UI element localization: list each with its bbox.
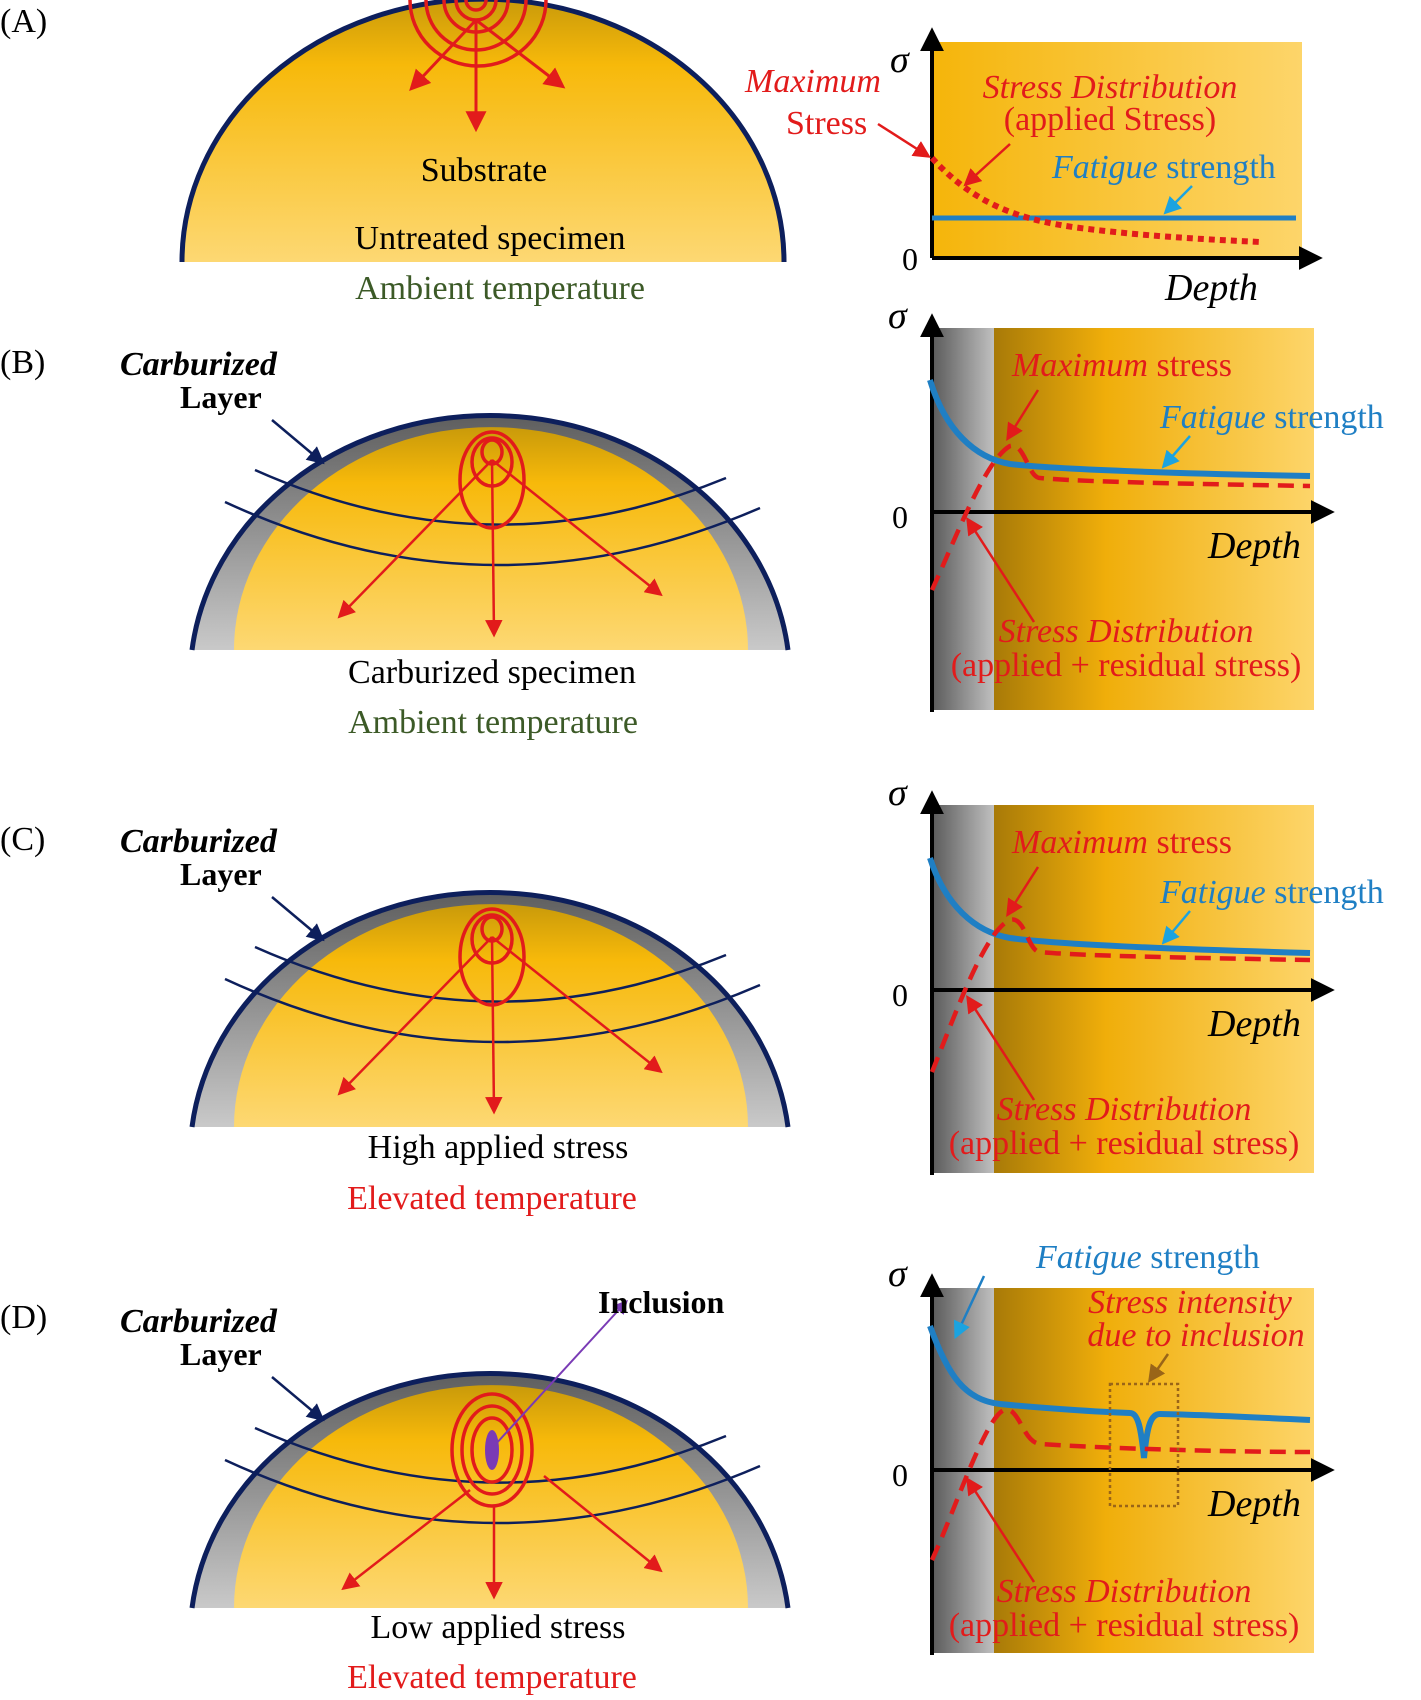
intensity-pointer (1148, 1353, 1170, 1383)
layer-pointer (271, 896, 325, 942)
depth-line (224, 500, 761, 567)
fatigue-pointer (953, 1275, 986, 1340)
core-region (994, 328, 1314, 710)
carburized-label: Carburized (120, 823, 278, 860)
fatigue-label: Fatigue strength (1035, 1239, 1260, 1276)
stress-arrows (337, 459, 663, 638)
panel-b: (B) Carburized Layer Carburized specimen… (0, 295, 1384, 741)
layer-label: Layer (180, 379, 262, 415)
stress-label: Stress (786, 105, 867, 142)
depth-line (254, 945, 727, 1003)
inclusion-label: Inclusion (598, 1284, 724, 1320)
layer-label: Layer (180, 1336, 262, 1372)
panel-tag: (A) (0, 3, 47, 40)
y-axis-label: σ (888, 295, 908, 337)
distribution-title: Stress Distribution (997, 1573, 1252, 1610)
dome-outline (179, 0, 787, 263)
fatigue-label: Fatigue strength (1159, 874, 1384, 911)
temperature-caption: Ambient temperature (355, 270, 645, 307)
distribution-subtitle: (applied Stress) (1004, 101, 1216, 138)
plot-area (932, 42, 1302, 257)
maximum-pointer (877, 122, 931, 158)
maximum-label: Maximum stress (1011, 824, 1232, 861)
core-substrate (234, 1385, 748, 1608)
zero-label: 0 (892, 1457, 908, 1493)
y-axis-label: σ (888, 772, 908, 814)
substrate-label: Substrate (421, 152, 548, 189)
distribution-pointer (963, 143, 1011, 187)
distribution-title: Stress Distribution (997, 1091, 1252, 1128)
distribution-pointer (966, 1477, 1036, 1583)
maximum-pointer (1006, 389, 1040, 441)
inclusion-highlight-box (1108, 1382, 1180, 1508)
x-axis-label: Depth (1164, 267, 1258, 309)
temperature-caption: Elevated temperature (347, 1659, 637, 1696)
distribution-subtitle: (applied + residual stress) (951, 647, 1302, 684)
panel-tag: (D) (0, 1299, 47, 1336)
specimen-caption: Carburized specimen (348, 654, 636, 691)
distribution-title: Stress Distribution (999, 613, 1254, 650)
distribution-pointer (966, 517, 1036, 623)
carburized-label: Carburized (120, 1303, 278, 1340)
zero-label: 0 (902, 241, 918, 277)
distribution-title: Stress Distribution (983, 69, 1238, 106)
fatigue-label: Fatigue strength (1051, 149, 1276, 186)
dome-outline (189, 890, 791, 1128)
temperature-caption: Ambient temperature (348, 704, 638, 741)
temperature-caption: Elevated temperature (347, 1180, 637, 1217)
zero-label: 0 (892, 977, 908, 1013)
dome-outline (189, 413, 791, 651)
stress-arrows (409, 18, 566, 133)
fatigue-strength-curve (927, 379, 1311, 479)
stress-contours (450, 1392, 534, 1508)
fatigue-pointer (1161, 435, 1191, 469)
panel-tag: (C) (0, 821, 45, 858)
y-axis-label: σ (890, 39, 910, 81)
zero-label: 0 (892, 499, 908, 535)
panel-d: (D) Inclusion Carburized Layer Low appli… (0, 1239, 1335, 1696)
layer-pointer (271, 419, 325, 465)
panel-tag: (B) (0, 344, 45, 381)
stress-distribution-curve (929, 1407, 1311, 1561)
inclusion-particle (485, 1430, 499, 1470)
fatigue-pointer (1161, 910, 1191, 945)
maximum-label: Maximum stress (1011, 347, 1232, 384)
fatigue-pointer (1163, 185, 1193, 215)
fatigue-label: Fatigue strength (1159, 399, 1384, 436)
panel-c: (C) Carburized Layer High applied stress… (0, 772, 1384, 1217)
layer-pointer (271, 1376, 325, 1422)
carburized-label: Carburized (120, 346, 278, 383)
stress-arrows (341, 1475, 663, 1600)
dome-outline (189, 1371, 791, 1609)
stress-arrows (337, 936, 663, 1115)
specimen-caption: Untreated specimen (355, 220, 626, 257)
maximum-pointer (1006, 866, 1040, 917)
distribution-subtitle: (applied + residual stress) (949, 1607, 1300, 1644)
layer-label: Layer (180, 856, 262, 892)
fatigue-strength-curve (927, 1324, 1311, 1459)
y-axis-label: σ (888, 1253, 908, 1295)
depth-line (254, 468, 727, 526)
panel-a: (A) Substrate Untreated specimen Ambient… (0, 0, 1323, 309)
x-axis-label: Depth (1207, 1003, 1301, 1045)
intensity-label-line1: Stress intensity (1088, 1284, 1293, 1321)
depth-line (224, 977, 761, 1044)
stress-distribution-curve (929, 443, 1311, 591)
stress-caption: High applied stress (368, 1129, 629, 1166)
stress-distribution-curve (929, 917, 1311, 1073)
depth-line (224, 1458, 761, 1525)
distribution-pointer (966, 995, 1036, 1101)
x-axis-label: Depth (1207, 1483, 1301, 1525)
stress-distribution-curve (929, 155, 1261, 245)
inclusion-pointer (493, 1299, 628, 1447)
x-axis-label: Depth (1207, 525, 1301, 567)
intensity-label-line2: due to inclusion (1087, 1317, 1304, 1354)
distribution-subtitle: (applied + residual stress) (949, 1125, 1300, 1162)
stress-caption: Low applied stress (371, 1609, 626, 1646)
maximum-label: Maximum (744, 63, 881, 100)
